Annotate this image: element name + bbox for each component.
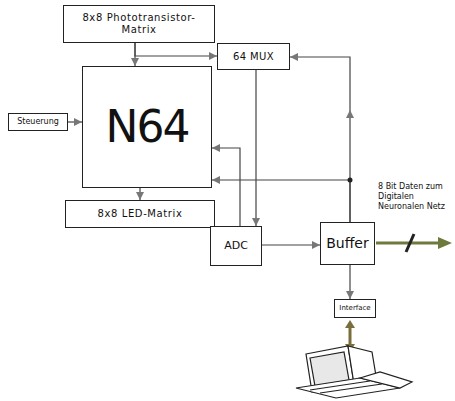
connector-line — [212, 180, 350, 222]
direction-marker — [346, 110, 354, 118]
converter-box: ADC — [210, 226, 262, 266]
arrowhead — [312, 241, 320, 249]
junction-dot — [348, 178, 353, 183]
connector — [135, 43, 217, 60]
connector — [136, 188, 144, 200]
connector-line — [262, 244, 320, 245]
arrowhead — [74, 118, 82, 126]
node-text: Buffer — [326, 235, 369, 252]
connector-line — [135, 43, 217, 56]
connector — [212, 176, 350, 222]
matrix-box: 8x8 LED-Matrix — [65, 200, 215, 228]
arrowhead — [290, 53, 298, 61]
node-text: Steuerung — [17, 117, 59, 127]
arrowhead — [136, 192, 144, 200]
interface-box: Interface — [334, 299, 376, 318]
arrowhead — [209, 52, 217, 60]
buffer-box: Buffer — [320, 222, 375, 265]
arrowhead — [346, 291, 354, 299]
connector — [346, 265, 354, 299]
node-text: 8x8 LED-Matrix — [98, 208, 183, 220]
arrowhead — [212, 144, 220, 152]
connector-line — [255, 70, 256, 226]
mux-box: 64 MUX — [217, 43, 290, 70]
node-text: ADC — [224, 239, 248, 252]
matrix-box: 8x8 Phototransistor-Matrix — [63, 5, 215, 43]
node-text: Interface — [339, 304, 370, 312]
connector-line — [212, 148, 240, 226]
connector — [212, 144, 240, 226]
connector — [252, 70, 260, 226]
arrowhead — [252, 218, 260, 226]
computer-illustration — [296, 346, 412, 398]
data-output-arrow — [376, 234, 452, 252]
arrowhead — [212, 176, 220, 184]
control-box: Steuerung — [8, 113, 68, 131]
connector — [290, 53, 350, 222]
processor-box: N64 — [82, 66, 212, 188]
node-text: 8x8 Phototransistor-Matrix — [68, 12, 210, 36]
connector — [68, 118, 82, 126]
connector-line — [290, 57, 350, 222]
connector — [262, 241, 320, 249]
arrowhead — [131, 58, 139, 66]
node-text: N64 — [106, 101, 189, 154]
note-label: 8 Bit Daten zum Digitalen Neuronalen Net… — [378, 182, 452, 212]
node-text: 64 MUX — [233, 51, 274, 63]
